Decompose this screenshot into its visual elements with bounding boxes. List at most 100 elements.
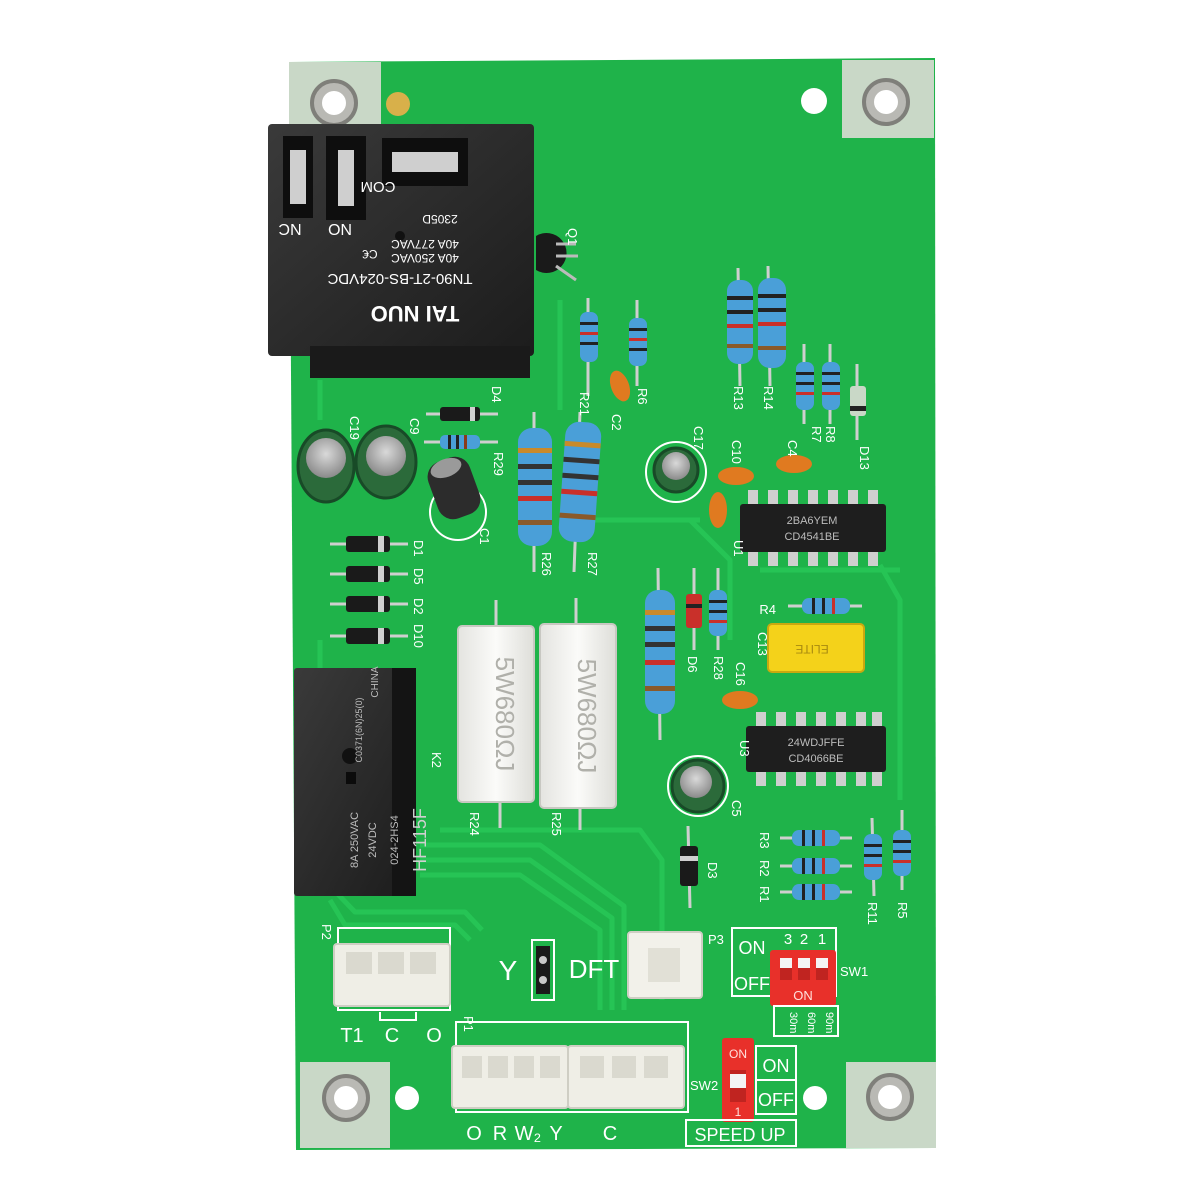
resistor-r1: R1 (757, 884, 852, 903)
ic-u1-line1: 2BA6YEM (787, 515, 838, 527)
sw1-off-label: OFF (734, 974, 770, 994)
ic-u1-line2: CD4541BE (784, 531, 839, 543)
ic-u3-line1: 24WDJFFE (788, 737, 845, 749)
sw1-time-90: 90m (823, 1012, 835, 1033)
capacitor-c1: C1 (427, 456, 492, 545)
p1-pin-w2: W₂ (515, 1123, 542, 1145)
sw1-time-60: 60m (805, 1012, 817, 1033)
resistor-r7: R7 (796, 344, 824, 443)
label-c9: C9 (407, 418, 422, 435)
p2-pin-c: C (385, 1025, 399, 1047)
label-c1: C1 (477, 528, 492, 545)
label-r21: R21 (577, 392, 592, 416)
power-resistor-r25: 5W680ΩJ R25 (539, 598, 617, 836)
capacitor-orange-small (709, 492, 727, 528)
transistor-q1: Q1 (536, 228, 580, 282)
resistor-r28: R28 (709, 568, 727, 680)
capacitor-c17: C17 (645, 426, 707, 503)
diode-d3: D3 (680, 825, 720, 909)
ic-u3-line2: CD4066BE (788, 753, 843, 765)
capacitor-c10: C10 (718, 440, 754, 485)
label-r7: R7 (809, 426, 824, 443)
resistor-r27: R27 (558, 411, 602, 576)
label-c16: C16 (733, 662, 748, 686)
p2-pin-t1: T1 (340, 1025, 363, 1047)
label-r29: R29 (491, 452, 506, 476)
capacitor-c9: C9 (354, 418, 422, 500)
dip-switch-sw1: ON OFF 3 2 1 ON SW1 30m 60m 90m (731, 927, 868, 1037)
relay-k1-cert: C€ (362, 247, 378, 261)
film-capacitor-c13: ELITE C13 (755, 623, 865, 673)
p1-pin-o: O (466, 1123, 482, 1145)
relay-k2-part: 024-2HS4 (389, 815, 401, 865)
label-r11: R11 (865, 902, 880, 925)
label-r28: R28 (711, 656, 726, 680)
p2-pin-o: O (426, 1025, 442, 1047)
sw1-on-printed: ON (793, 988, 813, 1003)
relay-k1-pin-no: NO (328, 220, 352, 237)
jumper-label-dft: DFT (569, 954, 620, 984)
label-r8: R8 (823, 426, 838, 443)
label-d1: D1 (411, 540, 426, 557)
resistor-blue-vertical (645, 567, 675, 741)
film-cap-brand: ELITE (795, 642, 828, 656)
power-resistor-r24-text: 5W680ΩJ (490, 657, 520, 772)
label-r5: R5 (895, 902, 910, 919)
relay-k1-model: TN90-2T-BS-024VDC (327, 270, 472, 287)
sw1-num-3: 3 (784, 931, 792, 948)
sw2-caption: SPEED UP (694, 1125, 785, 1145)
label-p1: P1 (461, 1016, 476, 1032)
jumper-y-dft: Y DFT (499, 939, 620, 1001)
ic-u3: 24WDJFFE CD4066BE U3 (737, 712, 886, 786)
diode-d6: D6 (685, 568, 702, 673)
sw2-on-label: ON (763, 1056, 790, 1076)
label-k2: K2 (429, 752, 444, 768)
connector-p3: P3 (627, 931, 724, 999)
label-r3: R3 (757, 832, 772, 849)
mounting-holes (310, 78, 914, 1122)
connector-p1: P1 O R W₂ Y C (451, 1016, 689, 1145)
relay-k2-origin: CHINA (370, 666, 381, 697)
sw2-position-number: 1 (735, 1105, 742, 1119)
label-c2: C2 (609, 414, 624, 431)
relay-k1: COM NO NC 2305D 40A 250VAC 40A 277VAC C€… (268, 124, 534, 378)
p1-pin-y: Y (549, 1123, 562, 1145)
label-r26: R26 (539, 552, 554, 576)
resistor-r8: R8 (822, 344, 840, 443)
relay-k1-pin-nc: NC (278, 220, 301, 237)
label-d5: D5 (411, 568, 426, 585)
diode-d2: D2 (330, 596, 426, 615)
label-u1: U1 (731, 540, 746, 557)
label-c19: C19 (347, 416, 362, 440)
label-r27: R27 (585, 552, 600, 576)
label-c13: C13 (755, 632, 770, 656)
label-c4: C4 (785, 440, 800, 457)
dip-switch-sw2: SW2 ON 1 ON OFF SPEED UP (685, 1038, 797, 1147)
resistor-r4: R4 (759, 598, 862, 617)
relay-k1-date: 2305D (422, 212, 458, 226)
label-r4: R4 (759, 602, 776, 617)
power-resistor-r24: 5W680ΩJ R24 (457, 600, 535, 836)
diode-d5: D5 (330, 566, 426, 585)
label-d2: D2 (411, 598, 426, 615)
relay-k1-rating1: 40A 250VAC (391, 251, 459, 265)
sw1-time-30: 30m (787, 1012, 799, 1033)
diode-d10: D10 (330, 624, 426, 648)
resistor-r14: R14 (758, 265, 786, 410)
p1-pin-r: R (493, 1123, 507, 1145)
relay-k2-voltage: 24VDC (367, 822, 379, 858)
power-resistor-r25-text: 5W680ΩJ (572, 659, 602, 774)
sw1-on-label: ON (739, 938, 766, 958)
resistor-r5: R5 (893, 810, 911, 919)
sw1-num-1: 1 (818, 931, 826, 948)
label-c5: C5 (729, 800, 744, 817)
diode-d1: D1 (330, 536, 426, 557)
sw2-on-printed: ON (729, 1047, 747, 1061)
label-d6: D6 (685, 656, 700, 673)
label-u3: U3 (737, 740, 752, 757)
relay-k1-brand: TAI NUO (371, 301, 460, 326)
label-d13: D13 (857, 446, 872, 470)
label-c17: C17 (691, 426, 706, 450)
sw1-num-2: 2 (800, 931, 808, 948)
capacitor-c19: C19 (296, 416, 362, 504)
